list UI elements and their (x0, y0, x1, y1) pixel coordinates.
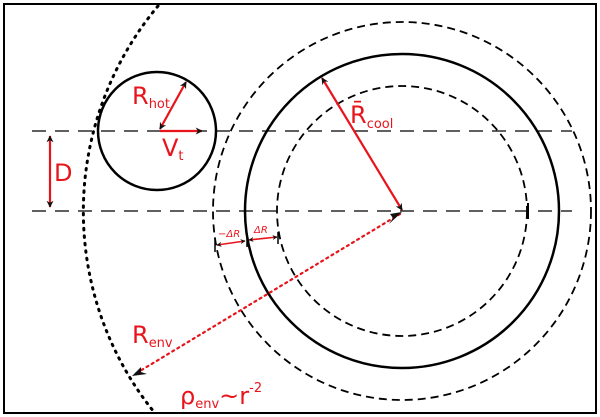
r-hot-label: Rhot (132, 82, 170, 112)
rho-env-label: ρenv~r-2 (180, 381, 262, 412)
v-t-label: Vt (162, 134, 184, 164)
cool-ring-solid (243, 52, 561, 370)
r-env-arrow (133, 212, 402, 376)
r-env-arrowhead-end (132, 367, 147, 376)
r-cool-label: R̄cool (350, 100, 393, 132)
minus-delta-r-arrow (216, 239, 246, 247)
hot-cloud-circle (96, 70, 218, 192)
d-label: D (54, 159, 72, 187)
r-env-label: Renv (132, 321, 173, 351)
r-env-arrowhead-start (389, 212, 402, 224)
minus-delta-r-label: −ΔR (218, 229, 240, 240)
delta-r-label: ΔR (253, 225, 268, 236)
frame-border (3, 3, 597, 414)
cool-ring-outer-dashed (212, 21, 592, 401)
r-hot-arrow (159, 81, 187, 130)
r-cool-arrow (321, 77, 403, 211)
environment-dotted-arc (81, 4, 160, 414)
delta-r-arrow (248, 234, 278, 243)
